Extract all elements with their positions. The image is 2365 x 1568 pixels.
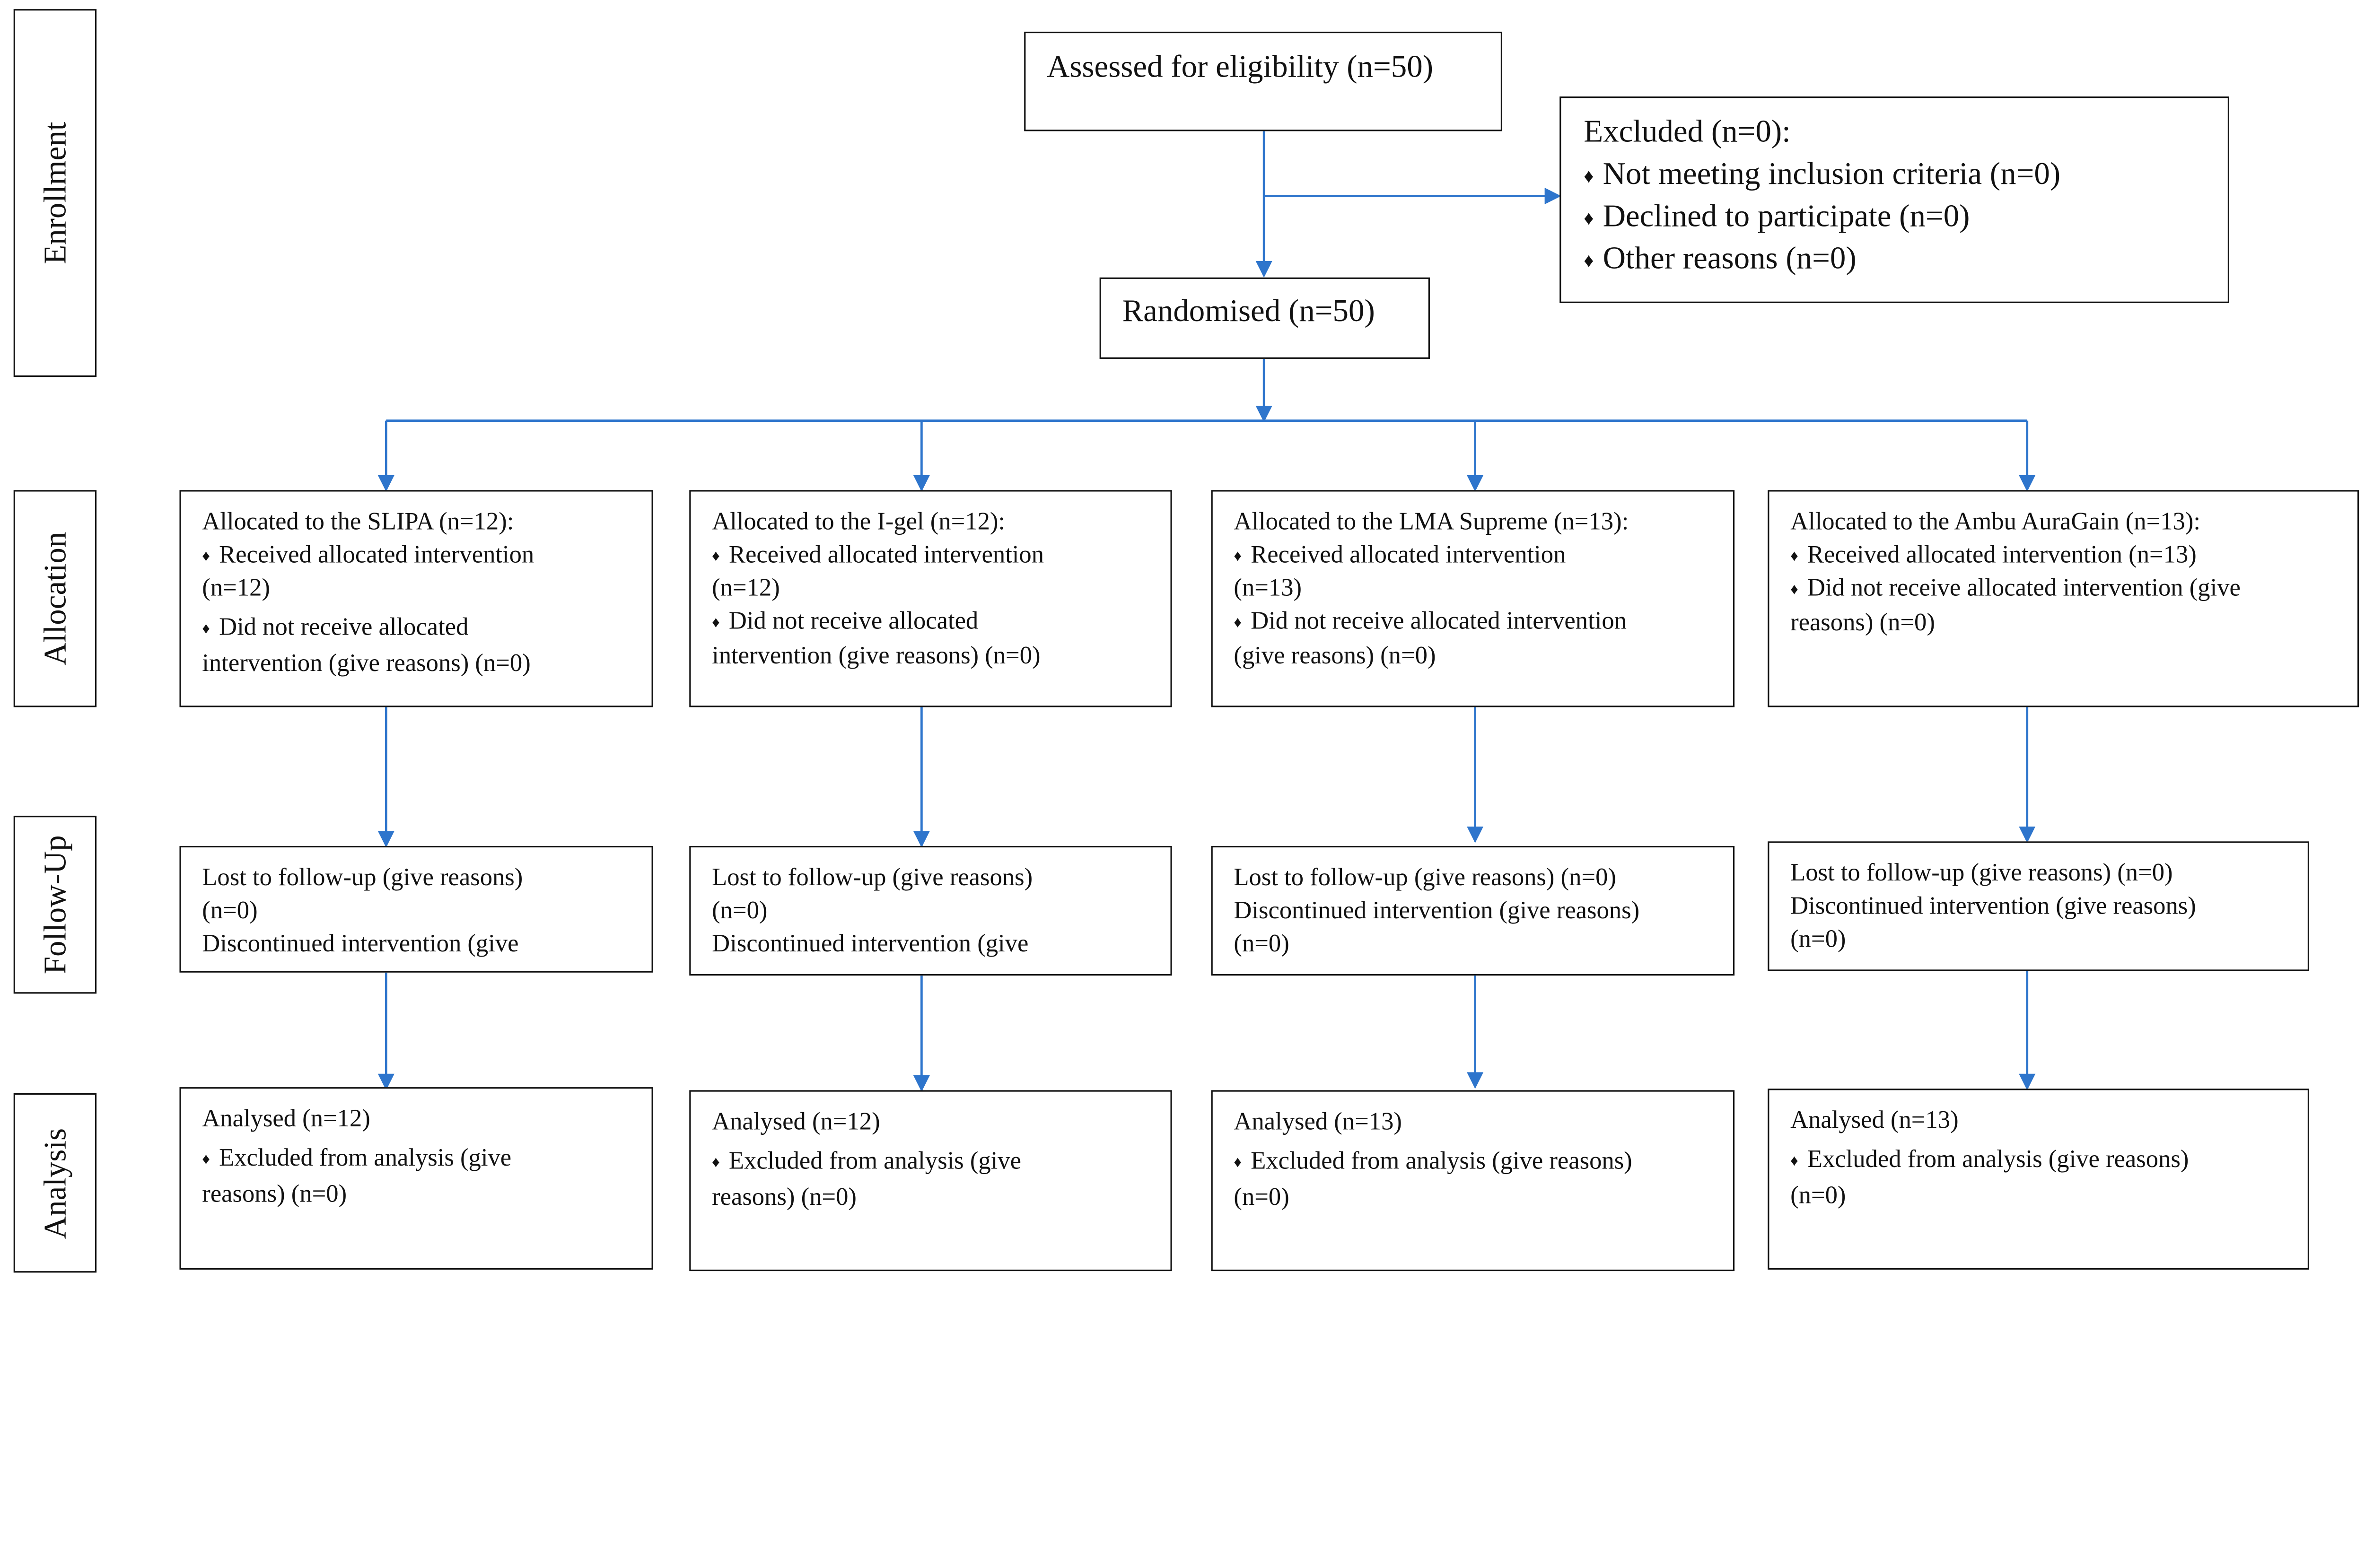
analysis-title: Analysed (n=13) <box>1790 1105 1959 1134</box>
bullet-diamond-icon: ♦ <box>1790 549 1798 566</box>
phase-label: Allocation <box>36 531 73 666</box>
excluded-item: ♦Not meeting inclusion criteria (n=0) <box>1584 155 2061 192</box>
phase-label: Enrollment <box>36 122 73 264</box>
phase-analysis: Analysis <box>13 1093 97 1273</box>
not-received-reasons: intervention (give reasons) (n=0) <box>202 648 531 677</box>
not-received-item: ♦Did not receive allocated intervention … <box>1790 573 2241 602</box>
bullet-diamond-icon: ♦ <box>712 549 720 566</box>
analysis-excluded-count: reasons) (n=0) <box>202 1179 347 1208</box>
connector-arrows <box>377 131 2036 1092</box>
allocation-box-lma-supreme: Allocated to the LMA Supreme (n=13): ♦Re… <box>1211 490 1735 707</box>
bullet-diamond-icon: ♦ <box>1234 1155 1242 1172</box>
followup-line: Discontinued intervention (give reasons) <box>1234 896 1640 924</box>
excluded-item: ♦Other reasons (n=0) <box>1584 240 1857 276</box>
followup-line: Discontinued intervention (give reasons) <box>1790 891 2196 920</box>
allocation-title: Allocated to the SLIPA (n=12): <box>202 506 514 536</box>
received-count: (n=12) <box>712 573 780 602</box>
analysis-title: Analysed (n=12) <box>712 1106 880 1136</box>
analysis-box-ambu-auragain: Analysed (n=13) ♦Excluded from analysis … <box>1768 1089 2310 1270</box>
analysis-title: Analysed (n=12) <box>202 1104 370 1132</box>
phase-allocation: Allocation <box>13 490 97 707</box>
excluded-title: Excluded (n=0): <box>1584 113 1791 149</box>
followup-box-slipa: Lost to follow-up (give reasons) (n=0) D… <box>179 845 653 973</box>
not-received-reasons: intervention (give reasons) (n=0) <box>712 641 1041 670</box>
consort-flow-diagram: Enrollment Allocation Follow-Up Analysis… <box>13 9 2359 1273</box>
followup-box-ambu-auragain: Lost to follow-up (give reasons) (n=0) D… <box>1768 841 2310 971</box>
analysis-excluded-count: (n=0) <box>1790 1180 1846 1210</box>
phase-enrollment: Enrollment <box>13 9 97 377</box>
bullet-diamond-icon: ♦ <box>1584 249 1594 271</box>
allocation-box-ambu-auragain: Allocated to the Ambu AuraGain (n=13): ♦… <box>1768 490 2359 707</box>
bullet-diamond-icon: ♦ <box>712 1155 720 1172</box>
phase-label: Follow-Up <box>36 835 73 975</box>
analysis-excluded-count: reasons) (n=0) <box>712 1182 857 1211</box>
analysis-excluded-item: ♦Excluded from analysis (give <box>712 1146 1021 1175</box>
analysis-excluded-item: ♦Excluded from analysis (give reasons) <box>1790 1144 2189 1173</box>
followup-box-lma-supreme: Lost to follow-up (give reasons) (n=0) D… <box>1211 845 1735 976</box>
excluded-box: Excluded (n=0): ♦Not meeting inclusion c… <box>1559 96 2230 303</box>
eligibility-box: Assessed for eligibility (n=50) <box>1024 31 1503 131</box>
followup-line: Lost to follow-up (give reasons) <box>202 862 523 891</box>
bullet-diamond-icon: ♦ <box>1584 206 1594 229</box>
bullet-diamond-icon: ♦ <box>1234 615 1242 632</box>
not-received-item: ♦Did not receive allocated intervention <box>1234 606 1627 635</box>
received-count: (n=12) <box>202 573 270 602</box>
followup-line: Lost to follow-up (give reasons) <box>712 862 1033 891</box>
bullet-diamond-icon: ♦ <box>202 549 210 566</box>
allocation-box-slipa: Allocated to the SLIPA (n=12): ♦Received… <box>179 490 653 707</box>
followup-line: (n=0) <box>1234 929 1289 958</box>
followup-line: (n=0) <box>202 896 258 924</box>
followup-line: (n=0) <box>1790 924 1846 953</box>
received-item: ♦Received allocated intervention <box>712 540 1044 569</box>
analysis-box-slipa: Analysed (n=12) ♦Excluded from analysis … <box>179 1087 653 1270</box>
bullet-diamond-icon: ♦ <box>202 621 210 638</box>
analysis-excluded-item: ♦Excluded from analysis (give reasons) <box>1234 1146 1632 1175</box>
received-count: (n=13) <box>1234 573 1302 602</box>
received-item: ♦Received allocated intervention (n=13) <box>1790 540 2197 569</box>
followup-line: Lost to follow-up (give reasons) (n=0) <box>1234 862 1616 891</box>
randomised-box: Randomised (n=50) <box>1099 277 1430 359</box>
not-received-reasons: (give reasons) (n=0) <box>1234 641 1436 670</box>
followup-line: Discontinued intervention (give <box>712 929 1029 958</box>
followup-box-igel: Lost to follow-up (give reasons) (n=0) D… <box>689 845 1172 976</box>
analysis-excluded-count: (n=0) <box>1234 1182 1289 1211</box>
phase-label: Analysis <box>36 1127 73 1238</box>
bullet-diamond-icon: ♦ <box>1790 1154 1798 1171</box>
allocation-box-igel: Allocated to the I-gel (n=12): ♦Received… <box>689 490 1172 707</box>
analysis-excluded-item: ♦Excluded from analysis (give <box>202 1143 512 1172</box>
not-received-item: ♦Did not receive allocated <box>712 606 979 635</box>
excluded-item: ♦Declined to participate (n=0) <box>1584 197 1970 234</box>
not-received-reasons: reasons) (n=0) <box>1790 608 1935 636</box>
eligibility-label: Assessed for eligibility (n=50) <box>1047 48 1434 85</box>
allocation-title: Allocated to the Ambu AuraGain (n=13): <box>1790 506 2201 536</box>
followup-line: (n=0) <box>712 896 768 924</box>
analysis-title: Analysed (n=13) <box>1234 1106 1402 1136</box>
not-received-item: ♦Did not receive allocated <box>202 612 469 641</box>
bullet-diamond-icon: ♦ <box>1790 582 1798 599</box>
analysis-box-lma-supreme: Analysed (n=13) ♦Excluded from analysis … <box>1211 1090 1735 1272</box>
allocation-title: Allocated to the LMA Supreme (n=13): <box>1234 506 1629 536</box>
bullet-diamond-icon: ♦ <box>1584 164 1594 187</box>
followup-line: Discontinued intervention (give <box>202 929 519 958</box>
received-item: ♦Received allocated intervention <box>1234 540 1566 569</box>
bullet-diamond-icon: ♦ <box>712 615 720 632</box>
received-item: ♦Received allocated intervention <box>202 540 534 569</box>
analysis-box-igel: Analysed (n=12) ♦Excluded from analysis … <box>689 1090 1172 1272</box>
bullet-diamond-icon: ♦ <box>1234 549 1242 566</box>
allocation-title: Allocated to the I-gel (n=12): <box>712 506 1006 536</box>
bullet-diamond-icon: ♦ <box>202 1152 210 1169</box>
randomised-label: Randomised (n=50) <box>1122 292 1375 329</box>
followup-line: Lost to follow-up (give reasons) (n=0) <box>1790 858 2173 887</box>
phase-follow-up: Follow-Up <box>13 816 97 994</box>
